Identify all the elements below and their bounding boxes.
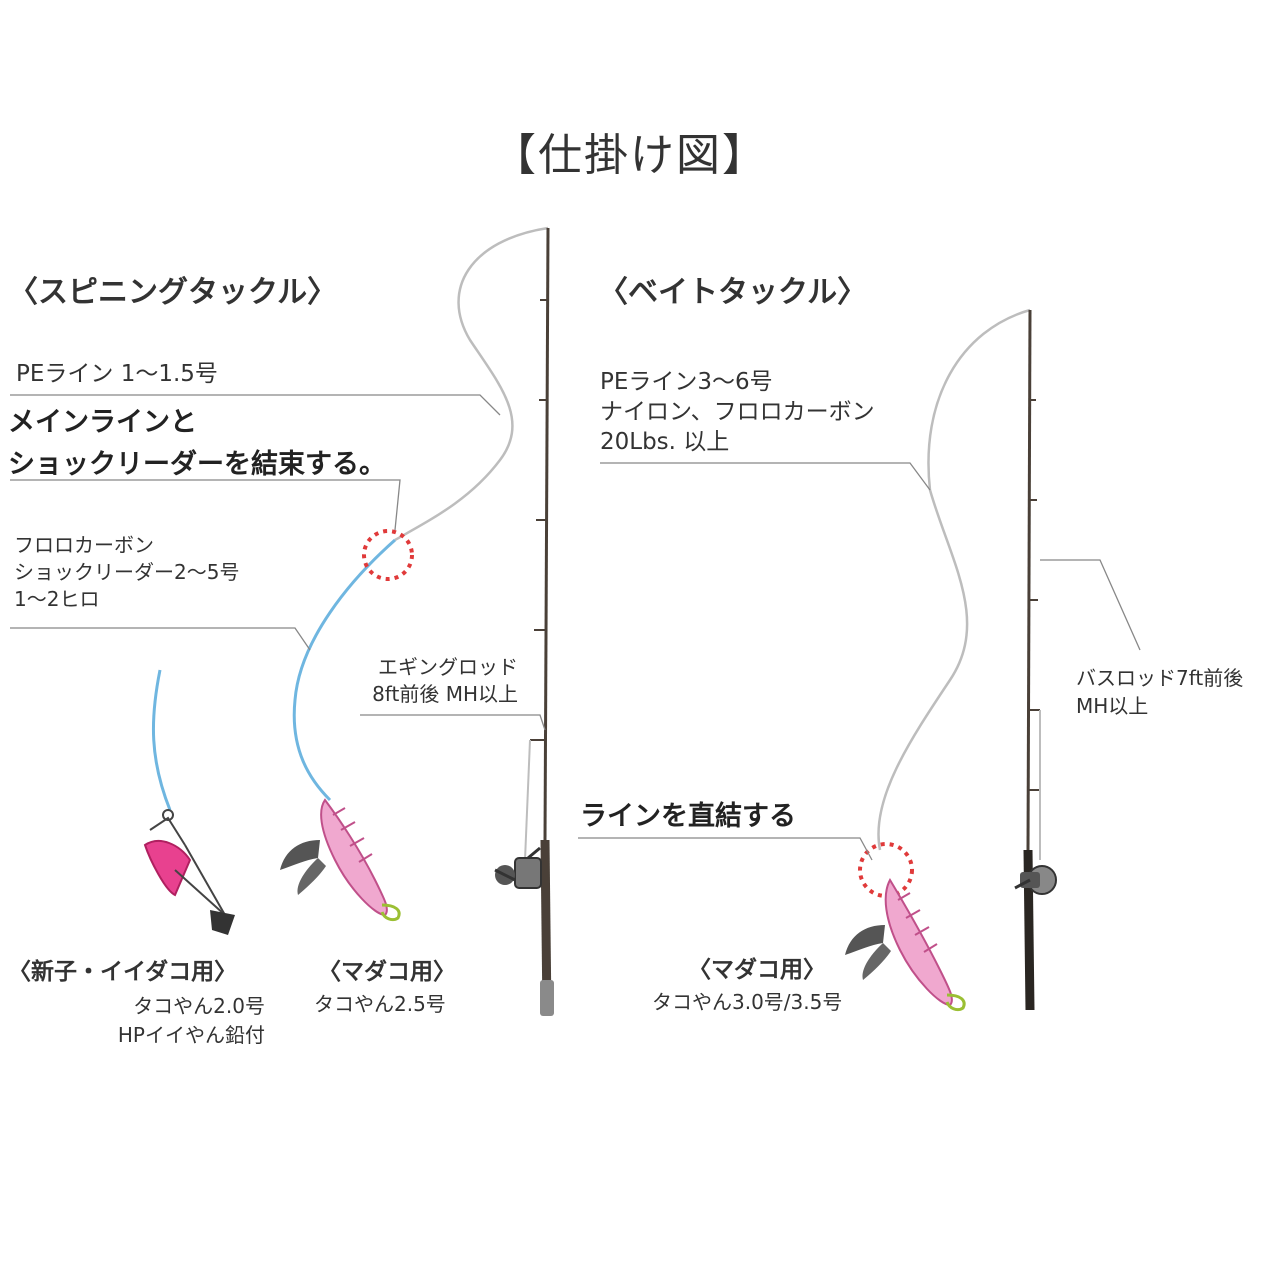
bait-madako-detail: タコやん3.0号/3.5号: [652, 990, 843, 1014]
diagram-title: 【仕掛け図】: [492, 130, 768, 181]
sinker-rig-icon: [143, 809, 235, 935]
spinning-heading: 〈スピニングタックル〉: [8, 275, 338, 310]
octopus-jig-icon-spinning: [280, 798, 401, 922]
small-rig-leader-line: [151, 669, 172, 811]
knot-circle-icon-bait: [858, 842, 914, 898]
spinning-reel-icon: [494, 846, 542, 889]
spinning-rod: [524, 227, 554, 1016]
small-lure-detail: タコやん2.0号 HPイイやん鉛付: [117, 994, 265, 1047]
octopus-jig-icon-bait: [845, 877, 966, 1012]
bait-madako-heading: 〈マダコ用〉: [688, 957, 826, 983]
callout-direct: [578, 837, 873, 861]
bait-rod: [1023, 309, 1041, 1011]
spinning-madako-heading: 〈マダコ用〉: [318, 959, 456, 985]
callout-bass-rod: [1040, 559, 1141, 651]
callout-leader: [10, 627, 311, 651]
spinning-madako-detail: タコやん2.5号: [314, 992, 446, 1016]
spinning-main-line: [394, 226, 549, 542]
spinning-leader-label: フロロカーボン ショックリーダー2〜5号 1〜2ヒロ: [14, 533, 240, 611]
egging-rod-label: エギングロッド 8ft前後 MH以上: [372, 655, 518, 706]
spinning-pe-line-label: PEライン 1〜1.5号: [16, 361, 218, 387]
callout-pe-line: [10, 394, 501, 416]
bait-heading: 〈ベイトタックル〉: [598, 275, 868, 310]
callout-egging-rod: [360, 714, 546, 731]
callout-knot: [10, 479, 401, 531]
spinning-knot-note: メインラインと ショックリーダーを結束する。: [8, 407, 386, 480]
knot-circle-icon: [362, 529, 414, 581]
baitcast-reel-icon: [1014, 865, 1057, 895]
bass-rod-label: バスロッド7ft前後 MH以上: [1076, 666, 1244, 718]
spinning-leader-line: [292, 538, 396, 802]
callout-bait-line: [600, 462, 931, 491]
bait-line-label: PEライン3〜6号 ナイロン、フロロカーボン 20Lbs. 以上: [600, 369, 875, 455]
small-lure-heading: 〈新子・イイダコ用〉: [8, 959, 238, 985]
bait-main-line: [877, 308, 1031, 851]
bait-direct-label: ラインを直結する: [580, 801, 796, 832]
